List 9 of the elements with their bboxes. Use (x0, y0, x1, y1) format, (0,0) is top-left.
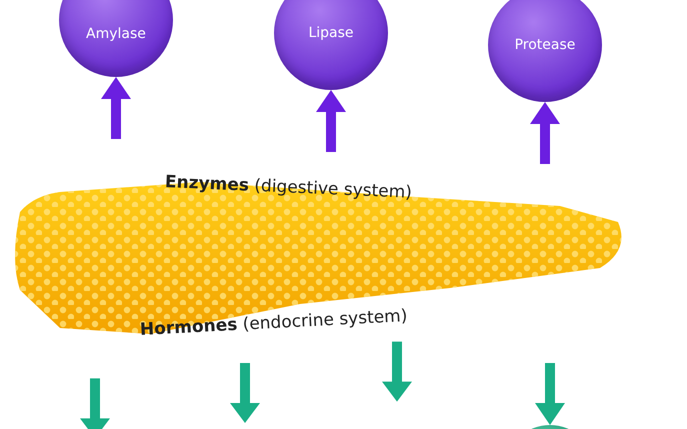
enzyme-name: Amylase (86, 26, 146, 42)
arrow (101, 77, 131, 139)
secretion-label: Hormones (endocrine system) (139, 306, 408, 340)
arrow (316, 90, 346, 152)
arrow (535, 363, 565, 425)
secretion-label: Enzymes (digestive system) (164, 172, 412, 203)
enzyme-name: Lipase (308, 25, 354, 41)
arrow (530, 102, 560, 164)
enzyme-name: Protease (514, 37, 576, 53)
